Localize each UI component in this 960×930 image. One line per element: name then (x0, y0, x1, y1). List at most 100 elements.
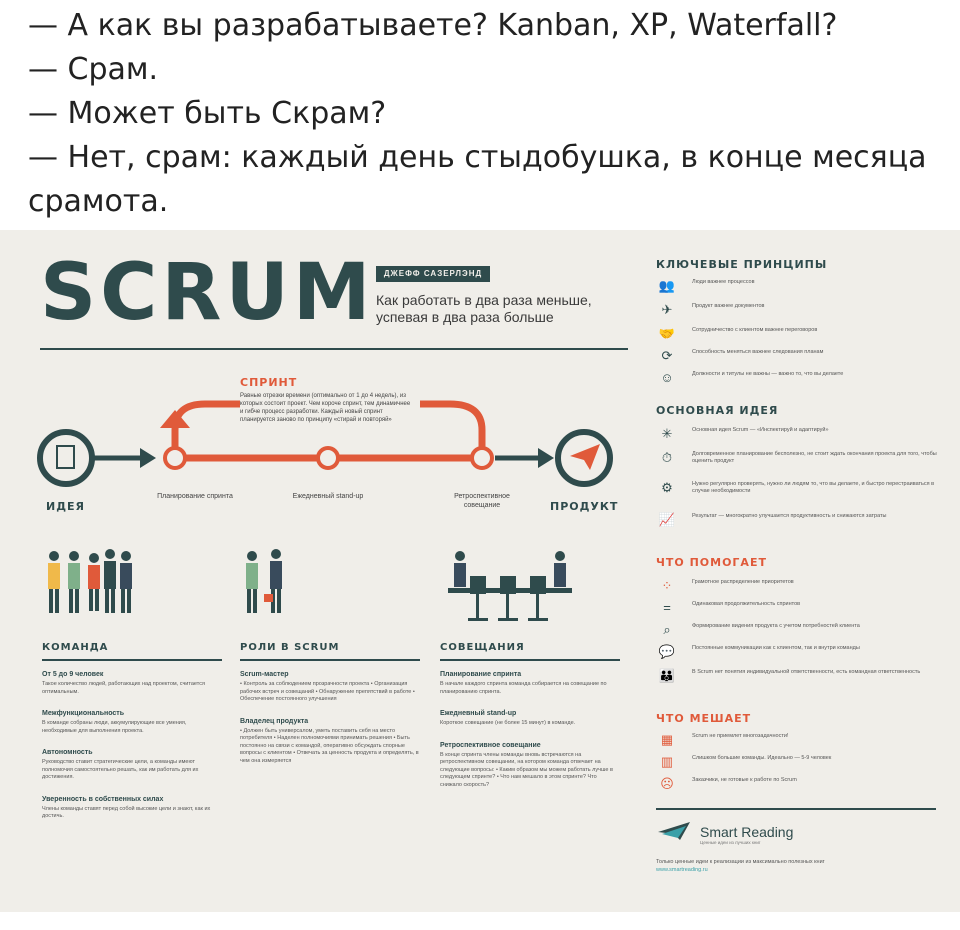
block-heading: Автономность (42, 749, 93, 756)
block-text: В конце спринта члены команды вновь встр… (440, 751, 613, 788)
face-icon: ☹ (660, 776, 674, 791)
hinder-item: ▥ Слишком большие команды. Идеально — 5-9… (656, 752, 946, 772)
sprint-loop-left (171, 400, 240, 458)
brand-url[interactable]: www.smartreading.ru (656, 867, 708, 873)
roles-people-icon (246, 549, 282, 613)
brand-tagline: Ценные идеи из лучших книг (700, 840, 761, 845)
roles-title: РОЛИ В SCRUM (240, 642, 420, 661)
block-heading: Ежедневный stand-up (440, 710, 517, 717)
equal-icon: = (663, 600, 671, 615)
block-text: Руководство ставит стратегические цели, … (42, 759, 199, 780)
idea-item: ⏱Долговременное планирование бесполезно,… (656, 448, 946, 468)
item-text: Должности и титулы не важны — важно то, … (692, 371, 844, 377)
idea-item: ⚙ Нужно регулярно проверять, нужно ли люд… (656, 478, 946, 498)
sprint-flow-diagram (37, 400, 613, 487)
help-item: ⌕ Формирование видения продукта с учетом … (656, 620, 946, 640)
item-text: Продукт важнее документов (692, 303, 765, 309)
block-heading: Scrum-мастер (240, 671, 289, 678)
block-text: Такое количество людей, работающих над п… (42, 681, 205, 695)
team-people-icon (48, 549, 132, 613)
meeting-table-icon (448, 551, 572, 621)
sprint-heading: СПРИНТ (240, 376, 298, 389)
spark-icon: ✳ (661, 426, 673, 441)
item-text: Scrum не приемлет многозадачности! (692, 733, 789, 739)
item-text: Нужно регулярно проверять, нужно ли людя… (692, 481, 935, 494)
footer-text: Только ценные идеи к реализации из макси… (656, 859, 825, 865)
main-idea-title: ОСНОВНАЯ ИДЕЯ (656, 404, 779, 417)
crowd-icon: ▥ (660, 754, 674, 769)
item-text: Заказчики, не готовые к работе по Scrum (692, 777, 797, 783)
item-text: Способность меняться важнее следования п… (692, 349, 824, 355)
gears-icon: ⚙ (661, 480, 673, 495)
smart-reading-logo-icon (658, 822, 690, 840)
block-text: • Контроль за соблюдением прозрачности п… (240, 681, 415, 702)
product-arrow-head (538, 448, 554, 468)
block-heading: Уверенность в собственных силах (42, 795, 164, 803)
sprint-description: Равные отрезки времени (оптимально от 1 … (240, 393, 411, 423)
help-item: 💬Постоянные коммуникации как с клиентом,… (656, 642, 946, 662)
retro-node (470, 446, 494, 470)
role-block: Scrum-мастер • Контроль за соблюдением пр… (240, 671, 420, 704)
block-text: В начале каждого спринта команда собирае… (440, 681, 607, 695)
principles-panel: КЛЮЧЕВЫЕ ПРИНЦИПЫ 👥Люди важнее процессов… (656, 230, 946, 912)
brand-name: Smart Reading (700, 824, 794, 840)
idea-item: 📈Результат — многократно улучшается прод… (656, 510, 946, 530)
poster-title: SCRUM (40, 248, 375, 338)
post-text: — А как вы разрабатываете? Kanban, XP, W… (28, 4, 938, 224)
step-retro-label: Ретроспективное совещание (454, 493, 510, 509)
block-heading: Межфункциональность (42, 710, 125, 717)
principle-item: 🤝Сотрудничество с клиентом важнее перего… (656, 324, 946, 344)
block-text: Члены команды ставят перед собой высокие… (42, 805, 211, 820)
block-heading: Владелец продукта (240, 717, 309, 725)
helps-title: ЧТО ПОМОГАЕТ (656, 556, 767, 569)
item-text: Формирование видения продукта с учетом п… (692, 623, 860, 629)
divider (656, 808, 936, 810)
plane-icon: ✈ (661, 302, 673, 317)
block-text: • Должен быть универсалом, уметь постави… (240, 727, 419, 764)
post-line: — Нет, срам: каждый день стыдобушка, в к… (28, 140, 927, 175)
divider (40, 348, 628, 350)
meeting-block: Ретроспективное совещание В конце спринта… (440, 742, 620, 790)
principle-item: ☺ Должности и титулы не важны — важно то,… (656, 368, 946, 388)
paper-plane-icon (570, 444, 600, 470)
item-text: Грамотное распределение приоритетов (692, 579, 794, 585)
item-text: В Scrum нет понятия индивидуальной ответ… (692, 669, 921, 675)
loop-arrow-head (160, 410, 190, 428)
item-text: Слишком большие команды. Идеально — 5-9 … (692, 755, 832, 761)
block-text: В команде собраны люди, аккумулирующие в… (42, 720, 187, 734)
principle-item: ⟳ Способность меняться важнее следования … (656, 346, 946, 366)
idea-label: ИДЕЯ (46, 500, 85, 513)
role-block: Владелец продукта • Должен быть универсал… (240, 718, 420, 766)
idea-arrow-head (140, 448, 156, 468)
principle-item: ✈ Продукт важнее документов (656, 300, 946, 320)
help-item: 👪 В Scrum нет понятия индивидуальной отве… (656, 666, 946, 686)
magnifier-icon: ⌕ (663, 622, 671, 637)
block-heading: Планирование спринта (440, 671, 522, 678)
author-badge: ДЖЕФФ САЗЕРЛЭНД (376, 266, 490, 282)
hinders-title: ЧТО МЕШАЕТ (656, 712, 752, 725)
block-heading: От 5 до 9 человек (42, 671, 104, 678)
document-icon (56, 445, 75, 469)
step-planning-label: Планирование спринта (157, 493, 233, 500)
multitask-icon: ▦ (660, 732, 674, 747)
roles-column: РОЛИ В SCRUM Scrum-мастер • Контроль за с… (240, 642, 420, 779)
head-icon: ☺ (660, 370, 674, 385)
group-icon: 👪 (658, 668, 676, 683)
idea-circle (37, 429, 95, 487)
post-line: — А как вы разрабатываете? Kanban, XP, W… (28, 8, 838, 43)
brand-footer: Только ценные идеи к реализации из макси… (656, 858, 936, 874)
refresh-icon: ⟳ (661, 348, 673, 363)
block-heading: Ретроспективное совещание (440, 741, 541, 749)
team-title: КОМАНДА (42, 642, 222, 661)
meeting-block: Планирование спринта В начале каждого спр… (440, 671, 620, 696)
scrum-infographic[interactable]: SCRUM ДЖЕФФ САЗЕРЛЭНД Как работать в два… (0, 230, 960, 912)
planning-node (163, 446, 187, 470)
help-item: ⁘Грамотное распределение приоритетов (656, 576, 946, 596)
item-text: Сотрудничество с клиентом важнее перегов… (692, 327, 818, 333)
item-text: Постоянные коммуникации как с клиентом, … (692, 645, 860, 651)
growth-chart-icon: 📈 (658, 512, 676, 527)
